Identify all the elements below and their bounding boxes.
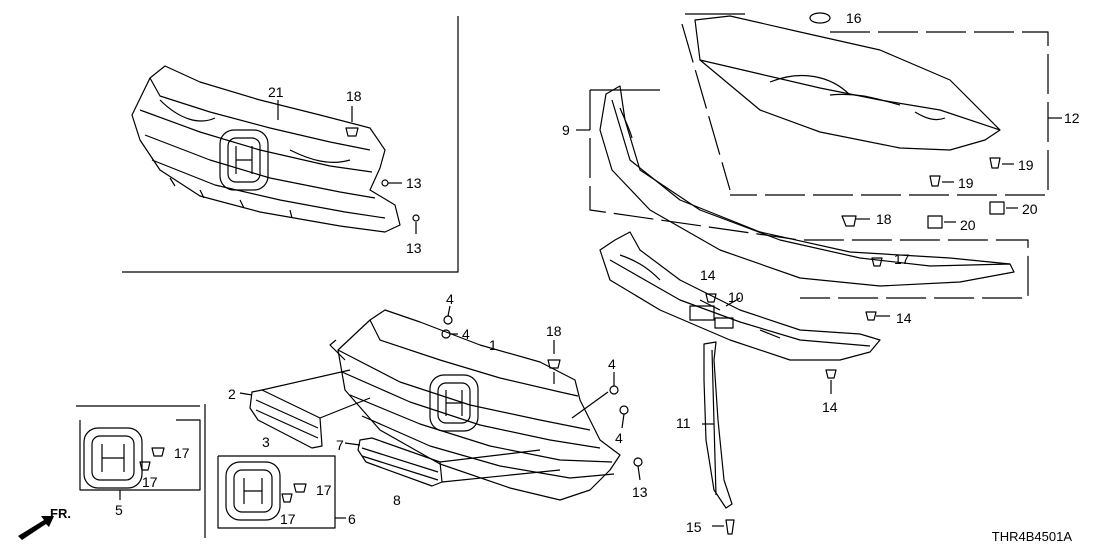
callout-20b: 20 [960, 217, 976, 233]
main-grille-1 [329, 309, 621, 501]
callout-19a: 19 [1018, 157, 1034, 173]
callout-1: 1 [489, 337, 497, 353]
inset-fasteners [277, 100, 420, 234]
callout-12: 12 [1064, 110, 1080, 126]
emblem-5-box [76, 404, 206, 538]
callout-13a: 13 [406, 175, 422, 191]
callout-17a: 17 [174, 445, 190, 461]
callout-15: 15 [686, 519, 702, 535]
callout-17d: 17 [280, 511, 296, 527]
callout-20a: 20 [1022, 201, 1038, 217]
callout-4a: 4 [446, 291, 454, 307]
callout-4b: 4 [462, 326, 470, 342]
callout-18a: 18 [346, 88, 362, 104]
callout-17b: 17 [142, 474, 158, 490]
callout-17e: 17 [894, 251, 910, 267]
upper-cover-12 [694, 15, 1001, 151]
beam-10 [599, 231, 881, 361]
molding-8 [357, 437, 443, 487]
callout-8: 8 [393, 492, 401, 508]
front-label: FR. [50, 506, 71, 521]
callout-14b: 14 [896, 310, 912, 326]
callout-16: 16 [846, 10, 862, 26]
lower-garnish-9 [599, 85, 1015, 287]
callout-4d: 4 [615, 430, 623, 446]
callout-10: 10 [728, 289, 744, 305]
front-arrow-icon [18, 516, 54, 540]
fasteners [441, 12, 1018, 535]
callout-14c: 14 [822, 399, 838, 415]
diagram-ref-code: THR4B4501A [991, 529, 1072, 544]
molding-leaders [239, 369, 561, 483]
molding-3 [249, 389, 323, 449]
callout-6: 6 [348, 511, 356, 527]
callout-18b: 18 [546, 323, 562, 339]
bracket-9 [576, 89, 1029, 299]
stay-11 [703, 341, 733, 509]
bracket-12 [681, 13, 1062, 196]
callout-19b: 19 [958, 175, 974, 191]
callout-13c: 13 [632, 484, 648, 500]
callout-5: 5 [115, 502, 123, 518]
callout-21: 21 [268, 84, 284, 100]
callout-18c: 18 [876, 211, 892, 227]
inset-grille-21 [131, 65, 401, 233]
callout-4c: 4 [608, 356, 616, 372]
callout-17c: 17 [316, 482, 332, 498]
inset-frame [122, 16, 459, 273]
callout-13b: 13 [406, 240, 422, 256]
callout-11: 11 [676, 415, 691, 431]
emblem-6-box [217, 455, 346, 529]
callout-7: 7 [336, 437, 344, 453]
callout-14a: 14 [700, 267, 716, 283]
callout-3: 3 [262, 434, 270, 450]
callout-2: 2 [228, 386, 236, 402]
callout-9: 9 [562, 122, 570, 138]
